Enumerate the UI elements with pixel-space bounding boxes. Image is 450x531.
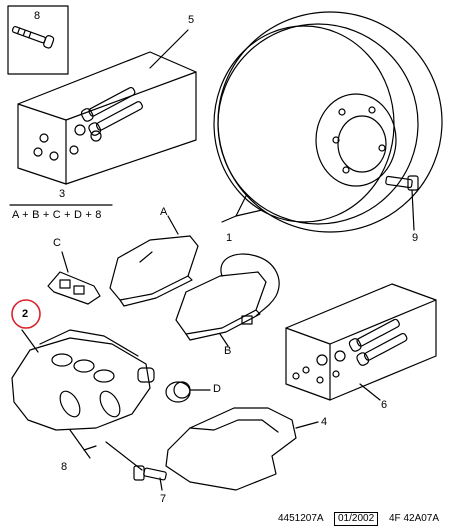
brake-caliper-2 [11,329,155,459]
parts-box-5 [17,29,197,185]
kit-formula: A + B + C + D + 8 [12,209,102,221]
footer-part-number: 4451207A [278,513,324,524]
callout-9: 9 [412,232,419,244]
callout-3: 3 [59,188,66,200]
footer-date: 01/2002 [334,512,379,526]
callout-8-bottom: 8 [61,461,68,473]
wheel-stud-9 [385,175,419,231]
callout-d: D [213,383,221,395]
brake-pad-a [109,215,199,307]
piston-d [165,381,211,403]
highlight-circle-item-2 [11,299,41,329]
parts-box-6 [285,283,437,401]
brake-disc-1 [213,11,443,233]
callout-5: 5 [188,14,195,26]
caliper-bracket-4 [165,407,319,491]
callout-c: C [53,237,61,249]
callout-6: 6 [381,399,388,411]
clip-c [47,251,101,305]
callout-2: 2 [22,308,29,320]
bolt-inset-box [7,5,69,75]
callout-4: 4 [321,416,328,428]
footer-ref-code: 4F 42A07A [389,513,440,524]
brake-pad-b [175,253,280,347]
bleed-screw-7 [105,441,167,491]
callout-8-top: 8 [34,10,41,22]
callout-b: B [224,345,232,357]
callout-7: 7 [160,493,167,505]
callout-1: 1 [226,232,233,244]
callout-a: A [160,206,168,218]
